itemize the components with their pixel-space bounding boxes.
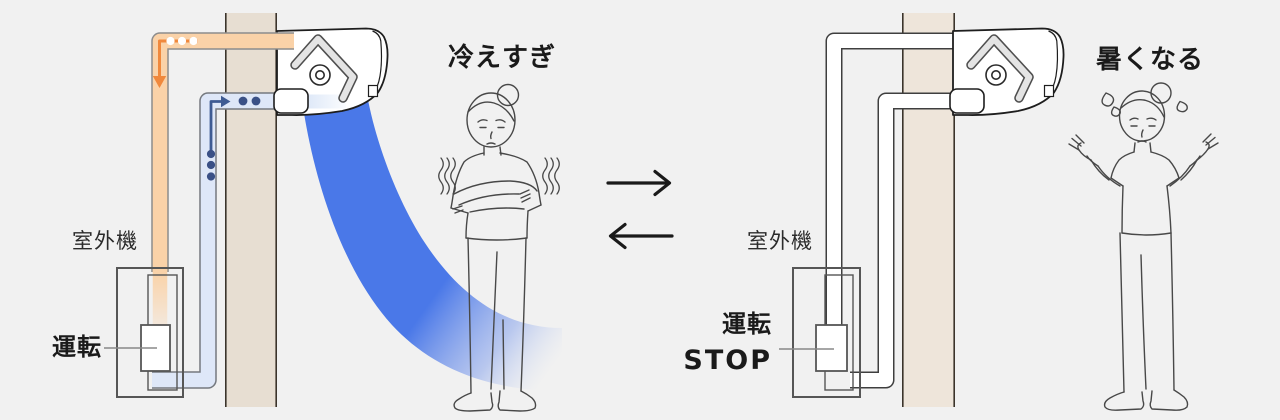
vent-cool-strip — [300, 94, 346, 109]
scene-cooling — [104, 13, 562, 412]
cold-air-stream — [302, 100, 562, 391]
indoor-unit-right — [950, 29, 1065, 116]
scene-stopped — [779, 13, 1219, 411]
cold-flow-dots-icon — [206, 96, 261, 181]
shiver-lines-icon — [438, 157, 560, 195]
person-hot — [1068, 82, 1219, 411]
cold-flow-arrow-icon — [209, 95, 231, 152]
operation-label-right: 運転 — [722, 310, 772, 338]
compressor-right — [815, 324, 848, 372]
arrow-left-icon — [608, 222, 674, 250]
idle-cold-pipe — [850, 92, 958, 389]
hot-flow-dots-icon — [166, 36, 198, 46]
wall-left — [225, 13, 278, 407]
outdoor-unit-right — [792, 267, 861, 398]
caption-too-cold: 冷えすぎ — [448, 43, 557, 73]
cycle-arrows — [606, 169, 674, 250]
person-cold — [450, 83, 542, 412]
caption-getting-hot: 暑くなる — [1096, 45, 1205, 75]
outdoor-unit-label-left: 室外機 — [72, 229, 138, 253]
arrow-right-icon — [606, 169, 672, 197]
sweat-drops-icon — [1101, 92, 1188, 117]
operation-label-left: 運転 — [52, 333, 102, 361]
idle-hot-pipe — [825, 32, 958, 332]
wall-right — [901, 13, 956, 407]
operation-status-stop: STOP — [683, 345, 772, 376]
outdoor-unit-label-right: 室外機 — [747, 229, 813, 253]
